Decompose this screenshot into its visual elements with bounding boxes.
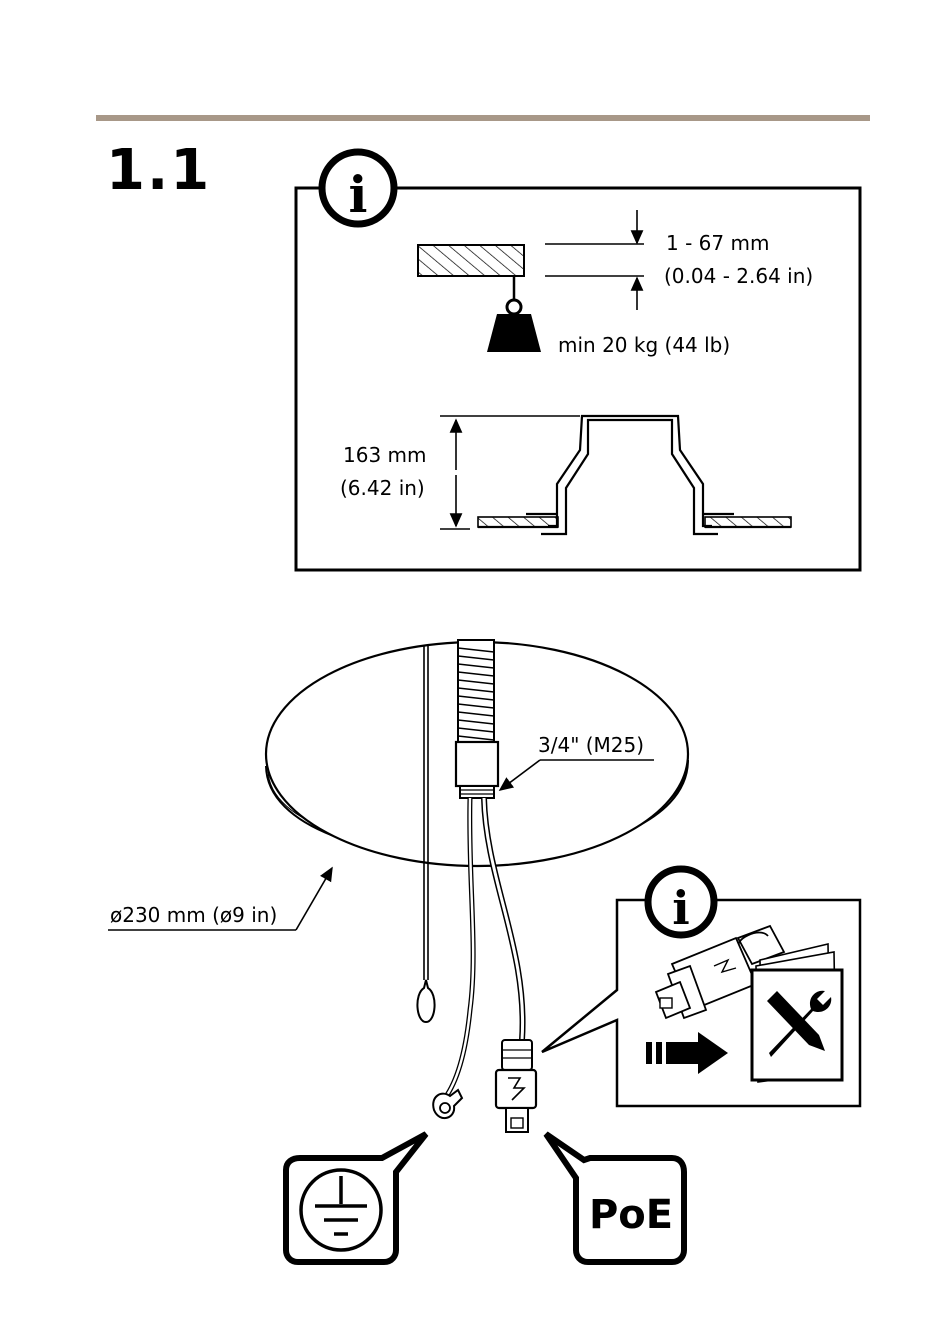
info-icon: i [322, 152, 394, 224]
manual-tools-icon [752, 944, 842, 1082]
connector-info-box: i [542, 869, 860, 1106]
depth-in-label: (6.42 in) [340, 476, 425, 500]
depth-mm-label: 163 mm [343, 443, 427, 467]
gap-in-label: (0.04 - 2.64 in) [664, 264, 813, 288]
conduit-gland [456, 742, 498, 786]
ceiling-slab [418, 245, 524, 276]
info-glyph: i [672, 881, 689, 935]
ground-callout [286, 1134, 426, 1262]
recessed-housing-profile [478, 416, 791, 534]
conduit [456, 640, 498, 798]
conduit-size-label: 3/4" (M25) [538, 733, 644, 757]
weight-icon [487, 314, 541, 352]
info-box-frame [296, 188, 860, 570]
diameter-label: ø230 mm (ø9 in) [110, 903, 277, 927]
poe-icon: PoE [589, 1192, 673, 1238]
info-icon: i [648, 869, 714, 935]
requirements-info-box: i 1 - 67 mm (0.04 - 2.64 in) min 20 kg (… [296, 152, 860, 570]
ground-ring-terminal [433, 1090, 462, 1118]
gap-mm-label: 1 - 67 mm [666, 231, 769, 255]
load-label: min 20 kg (44 lb) [558, 333, 730, 357]
poe-callout: PoE [546, 1134, 684, 1262]
connector-icon [496, 1040, 536, 1132]
info-glyph: i [349, 165, 368, 224]
